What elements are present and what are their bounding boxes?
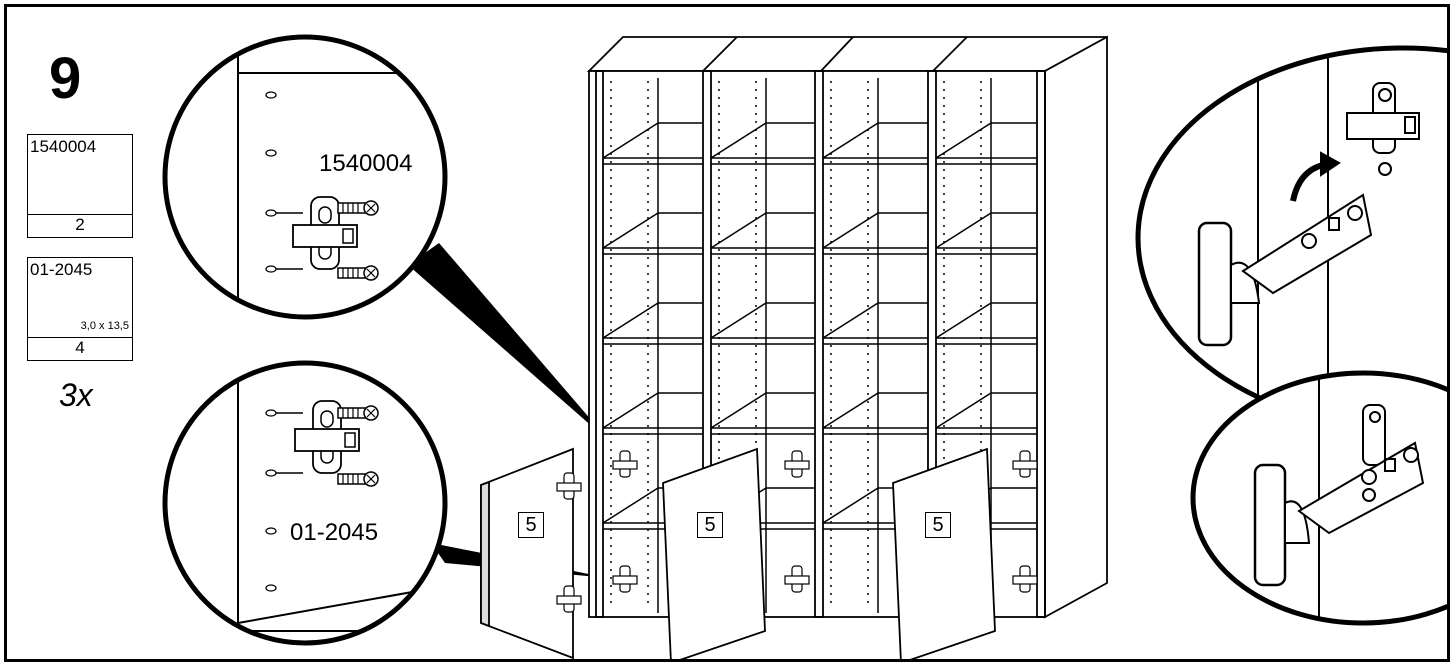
door-label: 5 [697, 512, 723, 538]
shelf-perspective [710, 212, 767, 249]
callout-label-hinge-code: 1540004 [319, 150, 413, 177]
part-code: 01-2045 [30, 260, 93, 279]
step-number: 9 [49, 46, 82, 111]
shelf-perspective [822, 487, 879, 524]
shelf-perspective [935, 392, 992, 429]
assembly-illustration [58, 34, 1447, 659]
door-label: 5 [518, 512, 544, 538]
callout-circle-right-bottom [1190, 370, 1447, 626]
repeat-multiplier: 3x [59, 377, 93, 413]
shelf-perspective [602, 487, 659, 524]
shelf-perspective [822, 392, 879, 429]
shelf-perspective [602, 122, 659, 159]
callout-circle-right-top [1135, 45, 1447, 431]
shelf-perspective [822, 122, 879, 159]
shelf-perspective [935, 212, 992, 249]
door-middle [662, 447, 766, 659]
part-box-screw: 01-2045 3,0 x 13,5 4 [27, 257, 133, 361]
shelf-perspective [822, 212, 879, 249]
shelf-perspective [710, 392, 767, 429]
part-size: 3,0 x 13,5 [80, 320, 129, 332]
shelf-perspective [602, 212, 659, 249]
shelf-perspective [935, 302, 992, 339]
shelf-perspective [710, 122, 767, 159]
part-quantity: 2 [28, 214, 132, 235]
part-code: 1540004 [30, 137, 97, 156]
shelf-perspective [602, 302, 659, 339]
part-box-hinge: 1540004 2 [27, 134, 133, 238]
door-label: 5 [925, 512, 951, 538]
door-left [480, 447, 574, 659]
callout-label-screw-code: 01-2045 [290, 519, 379, 546]
shelf-perspective [710, 302, 767, 339]
shelf-perspective [602, 392, 659, 429]
door-right [892, 447, 996, 659]
shelf-perspective [822, 302, 879, 339]
callout-pointer-upper [408, 243, 611, 443]
instruction-frame: 9 1540004 2 01-2045 3,0 x 13,5 4 3x 1540… [4, 4, 1450, 662]
callout-circle-bottom [162, 360, 448, 646]
part-quantity: 4 [28, 337, 132, 358]
callout-circle-top [162, 34, 448, 320]
shelf-perspective [935, 122, 992, 159]
